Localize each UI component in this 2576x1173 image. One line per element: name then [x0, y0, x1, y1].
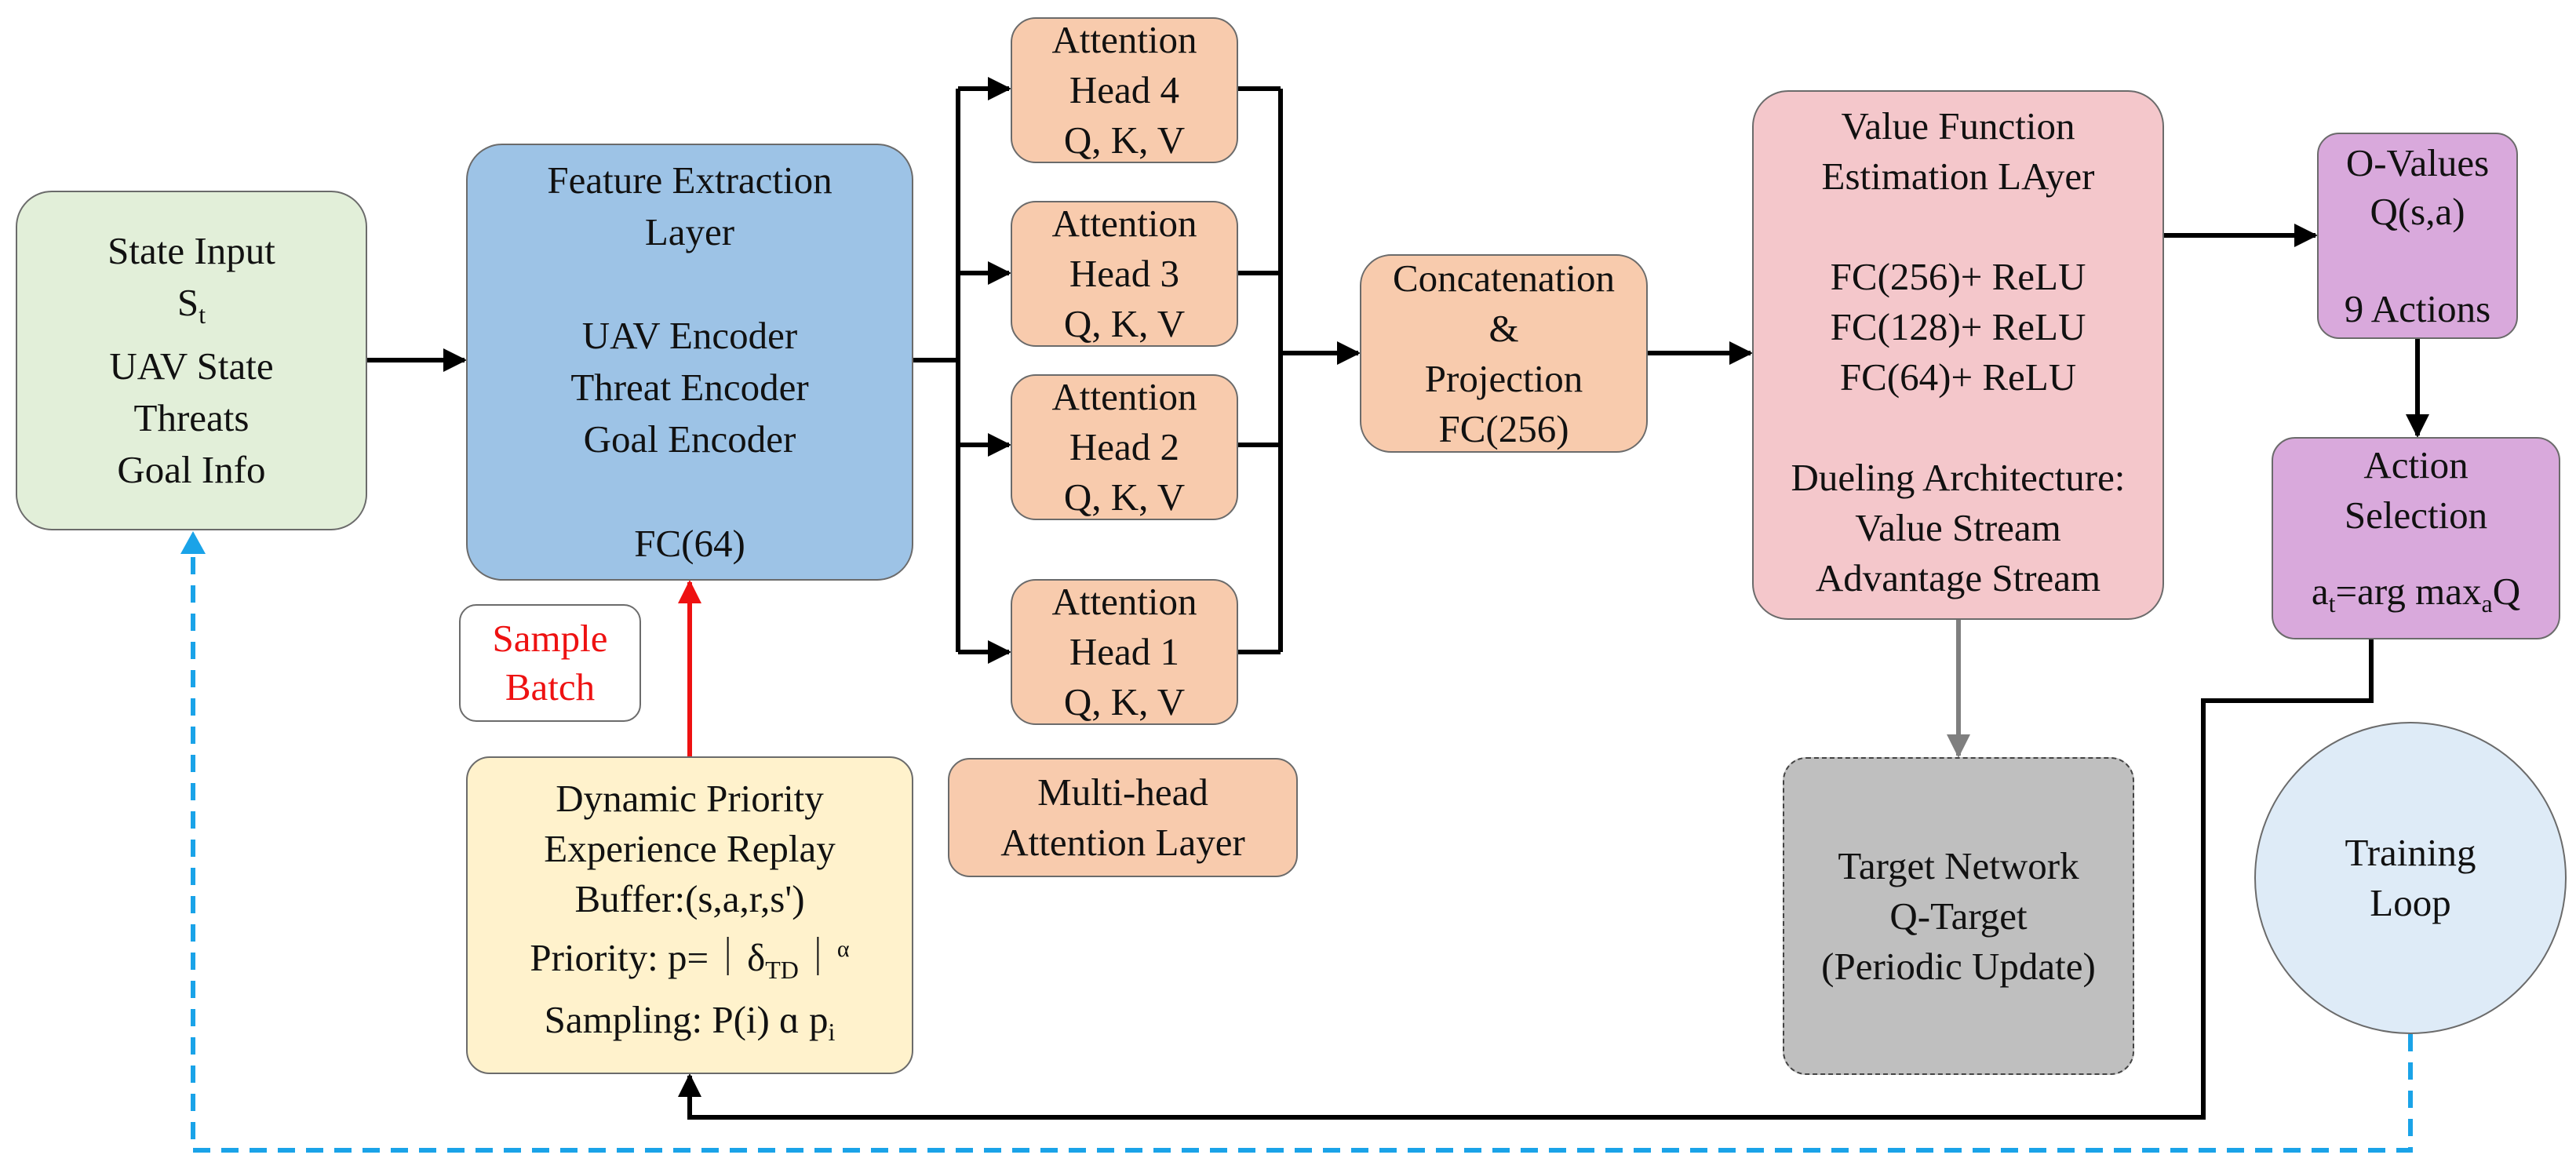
target-update: (Periodic Update)	[1821, 944, 2096, 988]
head-label: Attention	[1051, 202, 1197, 245]
actions-count: 9 Actions	[2344, 286, 2491, 330]
head-number: Head 2	[1069, 425, 1180, 468]
uav-encoder-label: UAV Encoder	[581, 314, 798, 357]
concat-fc: FC(256)	[1438, 406, 1569, 450]
sample-line1: Sample	[492, 617, 608, 660]
goal-encoder-label: Goal Encoder	[583, 417, 796, 461]
state-input-box: State Input St UAV State Threats Goal In…	[16, 191, 367, 530]
action-title-line1: Action	[2363, 443, 2469, 486]
fc128-layer: FC(128)+ ReLU	[1830, 305, 2086, 348]
head-number: Head 3	[1069, 252, 1180, 295]
head-label: Attention	[1051, 18, 1197, 61]
head-number: Head 4	[1069, 68, 1180, 111]
arrow-action-to-replay	[678, 639, 2374, 1120]
target-network-box: Target Network Q-Target (Periodic Update…	[1783, 757, 2134, 1075]
state-uav-label: UAV State	[109, 344, 274, 388]
multihead-attention-label-box: Multi-head Attention Layer	[948, 758, 1298, 877]
sampling-formula: Sampling: P(i) ɑ pi	[544, 998, 836, 1046]
advantage-stream: Advantage Stream	[1815, 556, 2101, 599]
state-threats-label: Threats	[133, 396, 250, 439]
threat-encoder-label: Threat Encoder	[570, 366, 809, 409]
head-qkv: Q, K, V	[1063, 475, 1186, 519]
multihead-line1: Multi-head	[1037, 770, 1208, 814]
head-qkv: Q, K, V	[1063, 680, 1186, 723]
head-number: Head 1	[1069, 630, 1180, 673]
loop-line1: Training	[2345, 831, 2476, 874]
feature-extraction-box: Feature Extraction Layer UAV Encoder Thr…	[466, 144, 913, 581]
q-values-box: O-Values Q(s,a) 9 Actions	[2317, 133, 2518, 339]
attention-head-3: Attention Head 3 Q, K, V	[1011, 201, 1238, 347]
priority-formula: Priority: p=｜δTD｜α	[530, 936, 850, 984]
action-title-line2: Selection	[2344, 494, 2488, 537]
q-function: Q(s,a)	[2370, 189, 2465, 233]
attention-head-2: Attention Head 2 Q, K, V	[1011, 374, 1238, 520]
target-title: Target Network	[1838, 843, 2079, 887]
state-input-title: State Input	[107, 229, 275, 272]
q-values-title: O-Values	[2345, 140, 2490, 184]
dashed-loop-arrowhead	[180, 531, 206, 554]
attention-head-1: Attention Head 1 Q, K, V	[1011, 579, 1238, 725]
dashed-loop-path	[191, 549, 2413, 1153]
feature-title-line1: Feature Extraction	[547, 158, 833, 202]
head-label: Attention	[1051, 375, 1197, 418]
concat-title: Concatenation	[1392, 256, 1616, 300]
replay-buffer-tuple: Buffer:(s,a,r,s')	[574, 877, 805, 920]
replay-title-line2: Experience Replay	[544, 827, 836, 870]
state-symbol: St	[177, 281, 206, 329]
loop-line2: Loop	[2370, 881, 2451, 924]
concatenation-box: Concatenation & Projection FC(256)	[1360, 254, 1648, 453]
fc64-layer: FC(64)+ ReLU	[1839, 355, 2077, 399]
head-label: Attention	[1051, 580, 1197, 623]
dueling-title: Dueling Architecture:	[1791, 456, 2126, 499]
concat-ampersand: &	[1488, 306, 1519, 350]
target-q: Q-Target	[1889, 894, 2028, 938]
action-selection-box: Action Selection at=arg maxaQ	[2272, 437, 2560, 639]
replay-title-line1: Dynamic Priority	[556, 777, 824, 820]
concat-projection: Projection	[1424, 356, 1583, 400]
fc256-layer: FC(256)+ ReLU	[1830, 255, 2086, 298]
head-qkv: Q, K, V	[1063, 118, 1186, 162]
value-stream: Value Stream	[1855, 506, 2061, 549]
value-title-line2: Estimation LAyer	[1821, 155, 2095, 198]
replay-buffer-box: Dynamic Priority Experience Replay Buffe…	[466, 756, 913, 1074]
training-loop-circle: Training Loop	[2254, 722, 2567, 1034]
argmax-formula: at=arg maxaQ	[2311, 570, 2521, 617]
feature-title-line2: Layer	[644, 210, 735, 253]
value-function-box: Value Function Estimation LAyer FC(256)+…	[1752, 90, 2164, 620]
sample-batch-label: Sample Batch	[459, 604, 641, 722]
attention-head-4: Attention Head 4 Q, K, V	[1011, 17, 1238, 163]
sample-line2: Batch	[505, 665, 596, 709]
multihead-line2: Attention Layer	[1000, 821, 1245, 864]
feature-fc-label: FC(64)	[634, 522, 745, 565]
value-title-line1: Value Function	[1841, 104, 2075, 148]
state-goal-label: Goal Info	[117, 448, 266, 491]
head-qkv: Q, K, V	[1063, 302, 1186, 345]
